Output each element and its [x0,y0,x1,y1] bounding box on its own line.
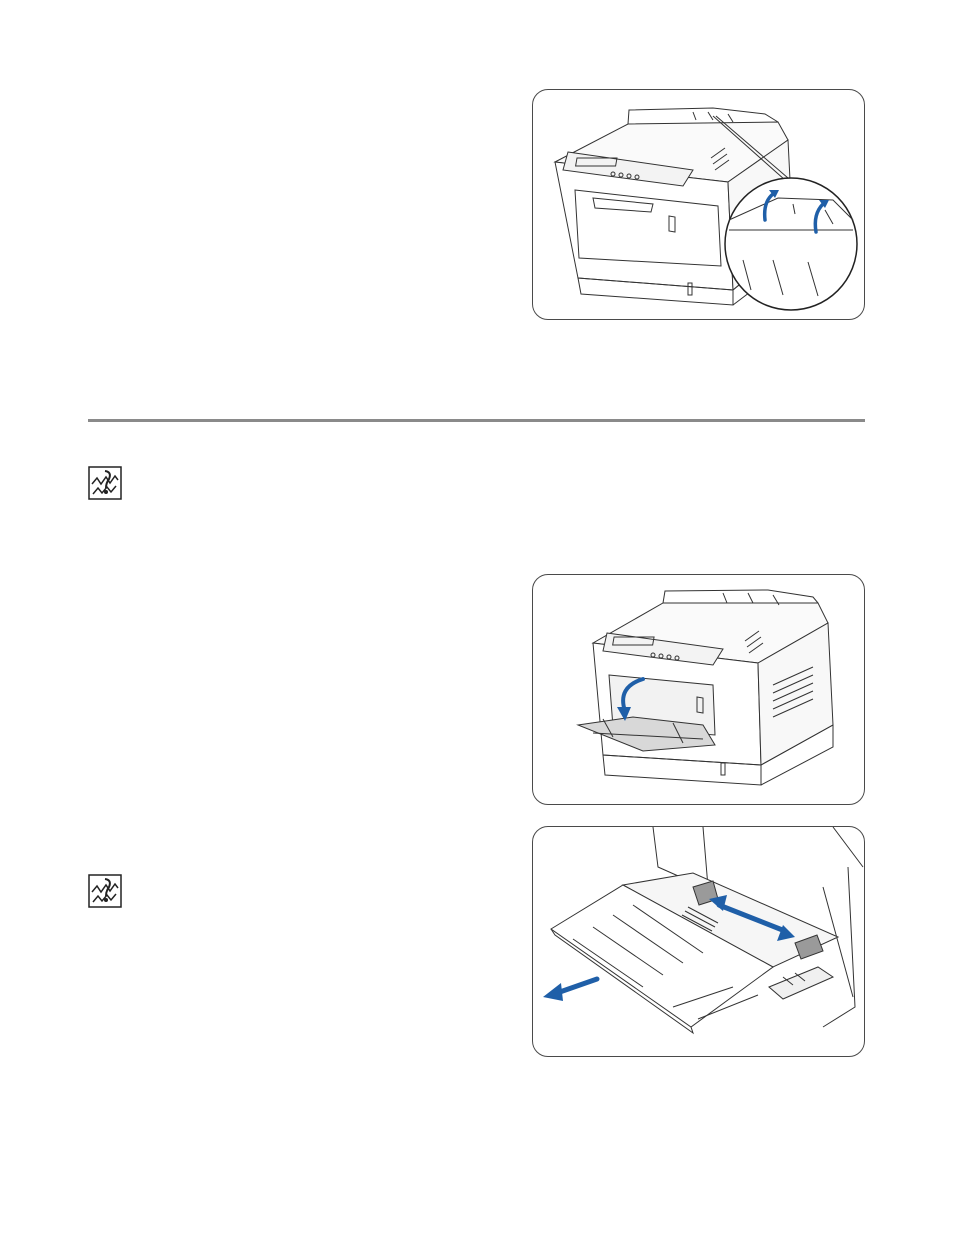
pull-extension-arrow [543,979,597,1001]
note-icon [88,466,122,500]
printer-output-flaps-illustration [533,90,864,319]
paper-guides-illustration [533,827,864,1056]
figure-adjust-paper-guides [532,826,865,1057]
open-mp-tray-illustration [533,575,864,804]
figure-printer-output-flaps [532,89,865,320]
figure-open-mp-tray [532,574,865,805]
section-divider [88,419,865,422]
note-icon [88,874,122,908]
